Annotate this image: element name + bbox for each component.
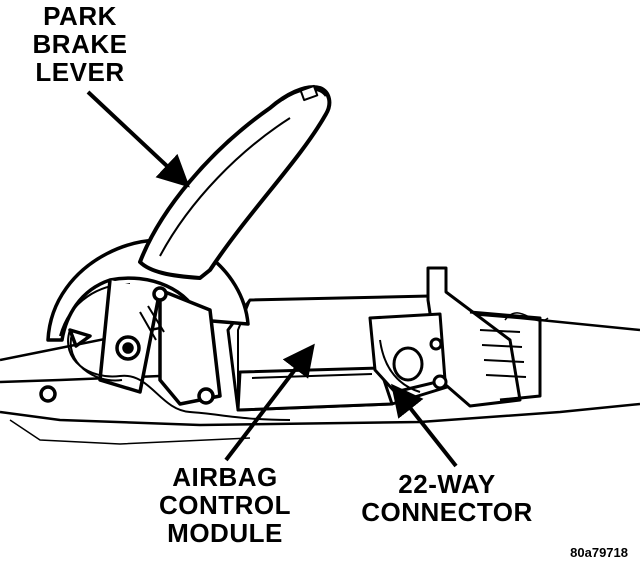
label-line: MODULE bbox=[167, 518, 283, 548]
label-airbag-control-module: AIRBAG CONTROL MODULE bbox=[140, 463, 310, 547]
figure-id: 80a79718 bbox=[570, 545, 628, 560]
arrow-park-brake bbox=[86, 90, 190, 188]
arrow-airbag-module bbox=[224, 343, 315, 462]
label-line: BRAKE bbox=[32, 29, 128, 59]
label-line: 22-WAY bbox=[398, 469, 496, 499]
label-line: LEVER bbox=[35, 57, 125, 87]
label-park-brake-lever: PARK BRAKE LEVER bbox=[20, 2, 140, 86]
arrow-connector bbox=[391, 383, 458, 468]
label-22-way-connector: 22-WAY CONNECTOR bbox=[352, 470, 542, 526]
leader-arrows bbox=[86, 90, 458, 468]
label-line: AIRBAG bbox=[172, 462, 278, 492]
park-brake-lever bbox=[138, 84, 332, 280]
label-line: CONNECTOR bbox=[361, 497, 533, 527]
label-line: PARK bbox=[43, 1, 117, 31]
label-line: CONTROL bbox=[158, 490, 292, 520]
connector-bracket bbox=[368, 266, 549, 408]
